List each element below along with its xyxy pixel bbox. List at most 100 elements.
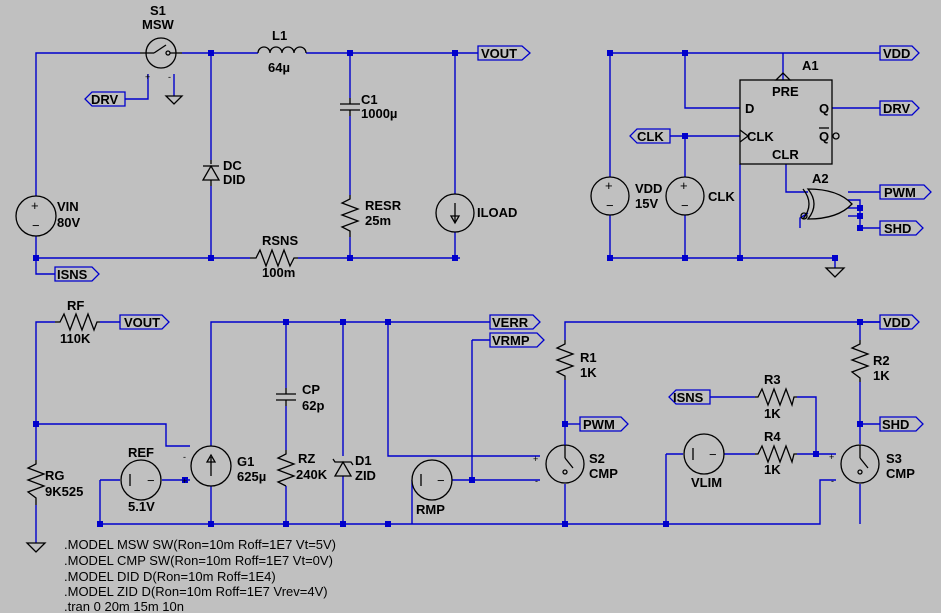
svg-text:-: - [535, 476, 538, 486]
voltage-source-vin[interactable]: + − [15, 195, 57, 237]
net-label-vrmp[interactable]: VRMP [489, 332, 545, 348]
dc-name: DC [223, 158, 242, 173]
logic-gate-a2[interactable] [800, 188, 853, 220]
c1-name: C1 [361, 92, 378, 107]
diode-d1[interactable] [332, 458, 354, 477]
svg-text:+: + [145, 72, 150, 82]
directive-line: .MODEL DID D(Ron=10m Roff=1E4) [64, 569, 276, 584]
svg-text:ISNS: ISNS [57, 267, 88, 282]
switch-s3[interactable]: + - [829, 444, 880, 486]
spice-directives[interactable]: .MODEL MSW SW(Ron=10m Roff=1E7 Vt=5V) .M… [64, 537, 336, 613]
net-label-isns-left[interactable]: ISNS [54, 266, 100, 282]
switch-s2[interactable]: + - [533, 444, 585, 486]
iload-name: ILOAD [477, 205, 517, 220]
s1-value: MSW [142, 17, 175, 32]
voltage-source-ref[interactable]: − [120, 459, 162, 501]
net-label-pwm-top[interactable]: PWM [879, 184, 932, 200]
cp-name: CP [302, 382, 320, 397]
voltage-source-vlim[interactable]: − [683, 433, 725, 475]
resr-value: 25m [365, 213, 391, 228]
g1-name: G1 [237, 454, 254, 469]
flip-flop-a1[interactable]: PRE D Q Q CLK CLR [739, 72, 840, 165]
r3-name: R3 [764, 372, 781, 387]
resistor-r2[interactable] [850, 340, 870, 382]
transconductance-g1[interactable]: - + [182, 445, 232, 487]
s3-name: S3 [886, 451, 902, 466]
svg-text:+: + [605, 178, 613, 193]
svg-text:PRE: PRE [772, 84, 799, 99]
rf-name: RF [67, 298, 84, 313]
svg-text:+: + [680, 178, 688, 193]
a1-name: A1 [802, 58, 819, 73]
inductor-l1[interactable] [257, 46, 307, 54]
capacitor-cp[interactable] [276, 388, 296, 406]
resistor-rf[interactable] [55, 312, 100, 332]
directive-line: .MODEL ZID D(Ron=10m Roff=1E7 Vrev=4V) [64, 584, 328, 599]
switch-s1[interactable]: + - [140, 37, 182, 82]
current-source-iload[interactable] [435, 193, 475, 233]
resistor-rg[interactable] [26, 460, 46, 505]
r4-name: R4 [764, 429, 781, 444]
net-label-vout-top[interactable]: VOUT [477, 45, 531, 61]
net-label-shd-top[interactable]: SHD [879, 220, 924, 236]
capacitor-c1[interactable] [340, 98, 360, 116]
net-label-shd-bottom[interactable]: SHD [879, 416, 924, 432]
svg-text:VDD: VDD [883, 315, 910, 330]
clk-name: CLK [708, 189, 735, 204]
vdd-name: VDD [635, 181, 662, 196]
net-label-vdd-top[interactable]: VDD [879, 45, 920, 61]
ref-name: REF [128, 445, 154, 460]
s2-value: CMP [589, 466, 618, 481]
net-label-verr[interactable]: VERR [489, 314, 541, 330]
r2-value: 1K [873, 368, 890, 383]
svg-text:Q: Q [819, 101, 829, 116]
rmp-name: RMP [416, 502, 445, 517]
s2-name: S2 [589, 451, 605, 466]
rsns-value: 100m [262, 265, 295, 280]
voltage-source-rmp[interactable]: − [411, 459, 453, 501]
ref-value: 5.1V [128, 499, 155, 514]
directive-line: .tran 0 20m 15m 10n [64, 599, 184, 613]
svg-text:ISNS: ISNS [673, 390, 704, 405]
directive-line: .MODEL MSW SW(Ron=10m Roff=1E7 Vt=5V) [64, 537, 336, 552]
svg-text:+: + [31, 198, 39, 213]
net-label-vout-bottom[interactable]: VOUT [119, 314, 170, 330]
rf-value: 110K [60, 331, 91, 346]
logic-junctions [607, 50, 863, 261]
svg-text:PWM: PWM [884, 185, 916, 200]
net-label-pwm-bottom[interactable]: PWM [579, 416, 629, 432]
resistor-r1[interactable] [555, 340, 575, 380]
error-amp-junctions [33, 319, 475, 527]
d1-value: ZID [355, 468, 376, 483]
svg-text:−: − [606, 198, 614, 213]
svg-text:D: D [745, 101, 754, 116]
net-label-vdd-bottom[interactable]: VDD [879, 314, 920, 330]
voltage-source-vdd[interactable]: + − [590, 176, 630, 216]
resistor-r3[interactable] [755, 387, 797, 408]
s1-name: S1 [150, 3, 166, 18]
diode-dc[interactable] [201, 160, 221, 186]
rz-name: RZ [298, 451, 315, 466]
svg-text:SHD: SHD [882, 417, 909, 432]
r1-name: R1 [580, 350, 597, 365]
resr-name: RESR [365, 198, 402, 213]
s3-value: CMP [886, 466, 915, 481]
net-label-clk[interactable]: CLK [629, 128, 671, 144]
resistor-rsns[interactable] [250, 248, 298, 268]
svg-text:CLR: CLR [772, 147, 799, 162]
rz-value: 240K [296, 467, 328, 482]
svg-text:VRMP: VRMP [492, 333, 530, 348]
net-label-isns-bottom[interactable]: ISNS [668, 389, 711, 405]
dc-value: DID [223, 172, 245, 187]
net-label-drv-left[interactable]: DRV [84, 91, 126, 107]
directive-line: .MODEL CMP SW(Ron=10m Roff=1E7 Vt=0V) [64, 553, 333, 568]
rg-value: 9K525 [45, 484, 83, 499]
r2-name: R2 [873, 353, 890, 368]
resistor-r4[interactable] [755, 444, 797, 465]
resistor-rz[interactable] [276, 450, 296, 487]
svg-text:VOUT: VOUT [124, 315, 160, 330]
d1-name: D1 [355, 453, 372, 468]
voltage-source-clk[interactable]: + − [665, 176, 705, 216]
resistor-resr[interactable] [340, 195, 360, 237]
net-label-drv-right[interactable]: DRV [879, 100, 920, 116]
